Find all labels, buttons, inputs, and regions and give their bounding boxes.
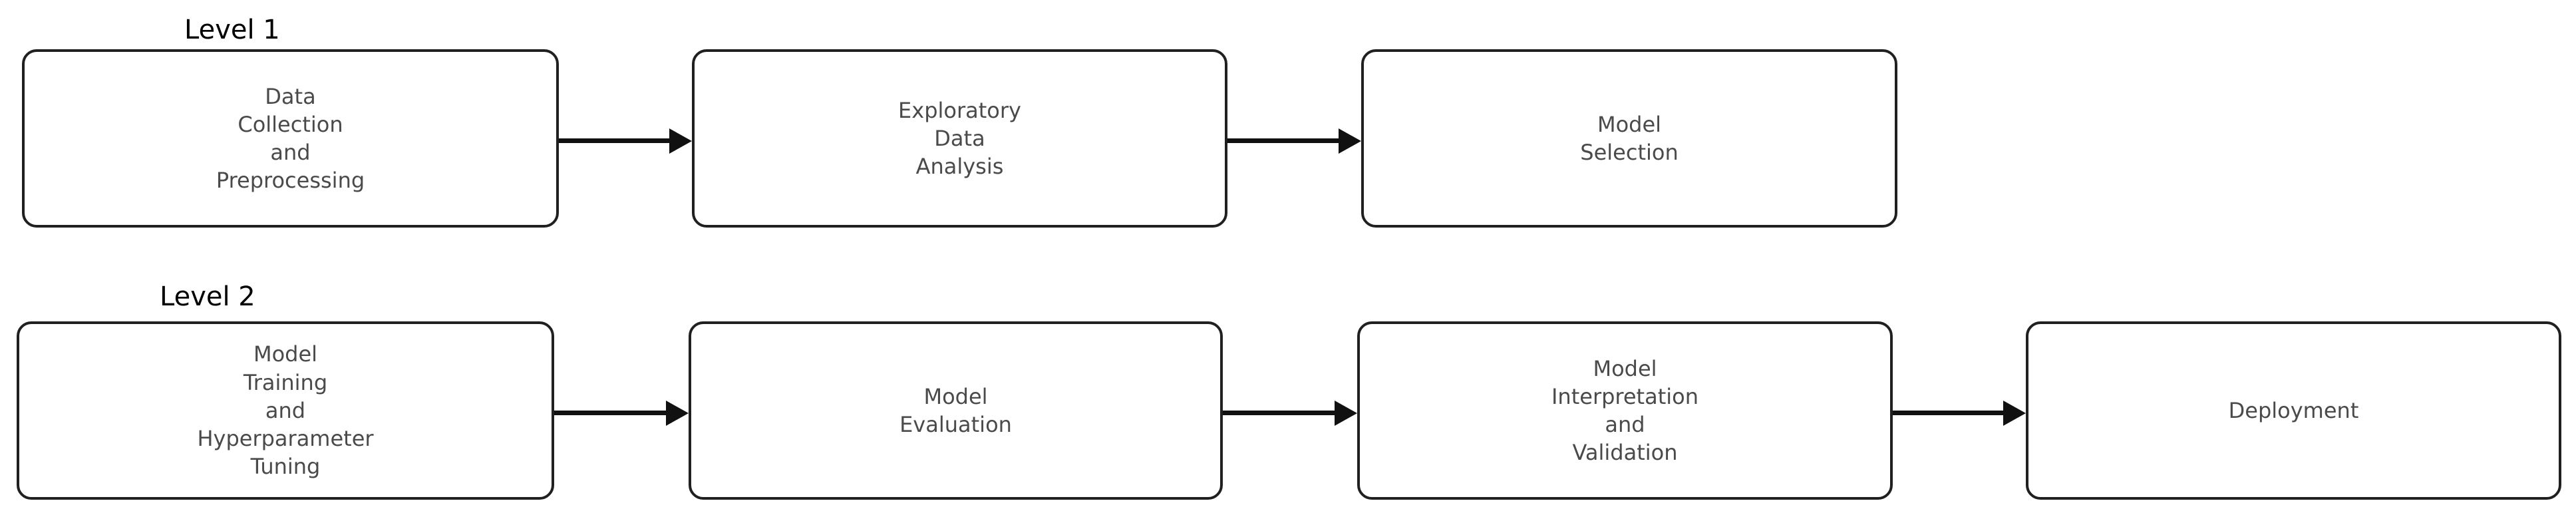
level-label-1: Level 1 xyxy=(184,15,280,45)
process-node-label: Data Collection and Preprocessing xyxy=(216,83,365,194)
process-node[interactable]: Model Evaluation xyxy=(689,321,1223,500)
arrow-line xyxy=(536,411,669,415)
arrow-head-icon xyxy=(2003,401,2026,426)
level-label-2: Level 2 xyxy=(160,281,255,312)
arrow-line xyxy=(1875,411,2006,415)
arrow-line xyxy=(540,138,672,143)
process-node[interactable]: Deployment xyxy=(2026,321,2561,500)
arrow-head-icon xyxy=(1339,128,1361,154)
process-node-label: Model Evaluation xyxy=(899,383,1012,437)
process-node-label: Model Interpretation and Validation xyxy=(1551,355,1698,466)
arrow-head-icon xyxy=(669,128,692,154)
process-node[interactable]: Data Collection and Preprocessing xyxy=(22,49,559,228)
arrow-line xyxy=(1205,411,1337,415)
process-node-label: Deployment xyxy=(2228,397,2359,423)
process-node[interactable]: Model Training and Hyperparameter Tuning xyxy=(17,321,554,500)
arrow-head-icon xyxy=(1335,401,1357,426)
arrow-head-icon xyxy=(666,401,689,426)
process-node-label: Model Selection xyxy=(1580,111,1679,165)
process-node[interactable]: Exploratory Data Analysis xyxy=(692,49,1227,228)
process-node-label: Exploratory Data Analysis xyxy=(898,97,1021,180)
arrow-line xyxy=(1209,138,1341,143)
process-node[interactable]: Model Selection xyxy=(1361,49,1897,228)
process-node-label: Model Training and Hyperparameter Tuning xyxy=(197,341,374,480)
process-node[interactable]: Model Interpretation and Validation xyxy=(1357,321,1893,500)
